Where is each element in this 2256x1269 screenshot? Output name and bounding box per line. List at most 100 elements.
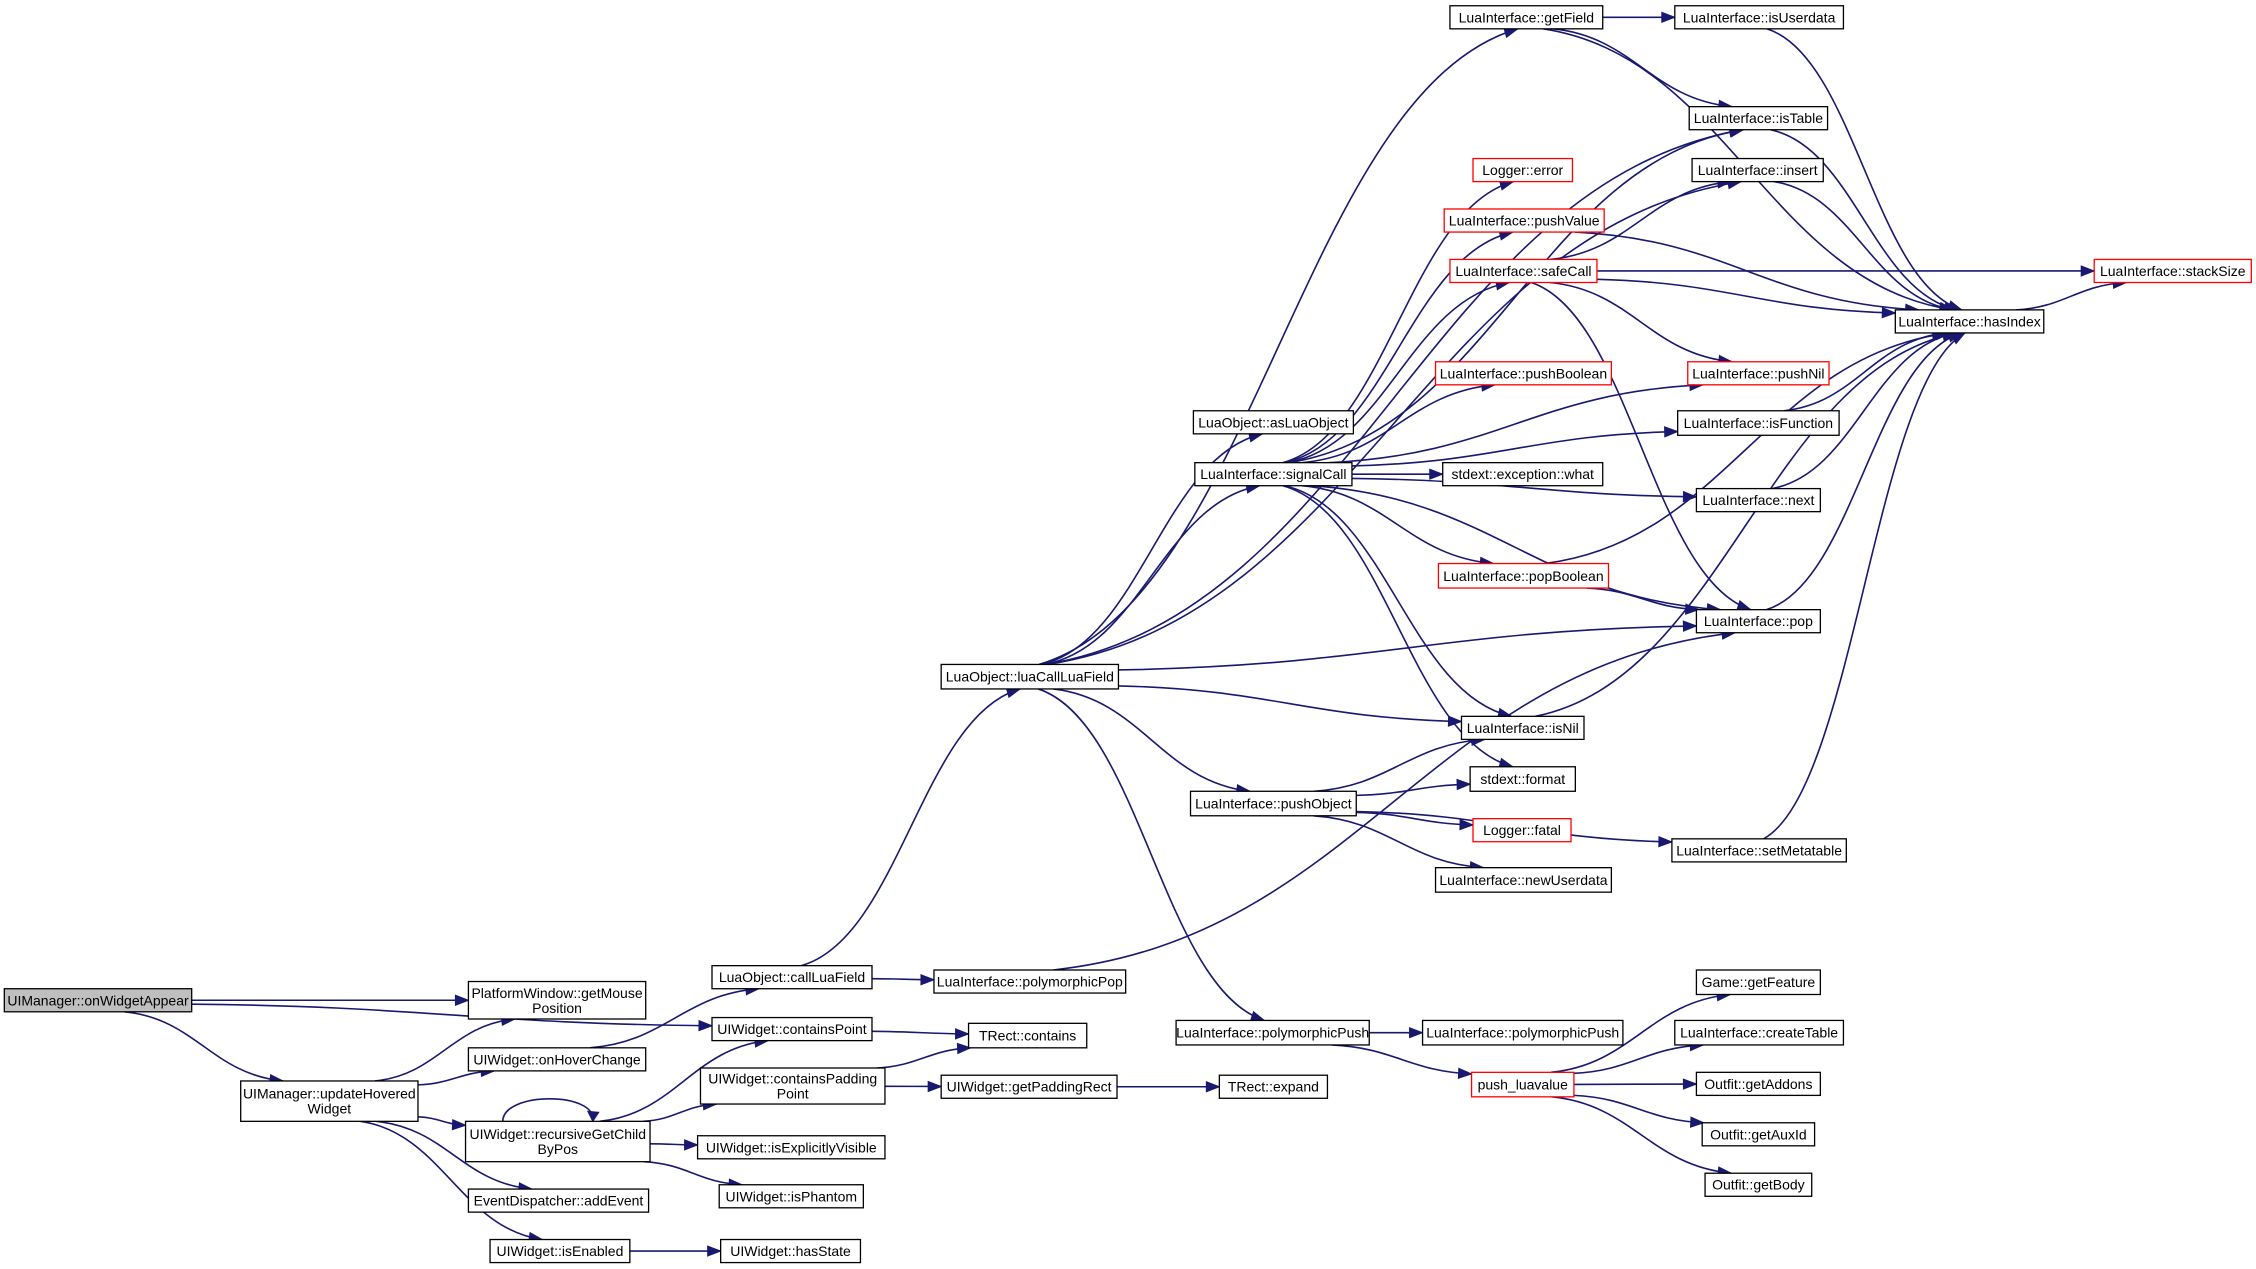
edge-polymorphicPushA-to-polymorphicPushB	[1369, 1026, 1424, 1039]
node-polymorphicPop[interactable]: LuaInterface::polymorphicPop	[933, 969, 1127, 994]
node-label: Position	[532, 1000, 582, 1016]
node-pushObject[interactable]: LuaInterface::pushObject	[1189, 790, 1357, 817]
node-box	[1688, 106, 1829, 131]
node-label: LuaInterface::polymorphicPop	[937, 974, 1123, 990]
node-box	[1695, 609, 1822, 634]
node-onWidgetAppear[interactable]: UIManager::onWidgetAppear	[3, 988, 193, 1013]
node-stdextFormat[interactable]: stdext::format	[1469, 766, 1576, 792]
node-pushValue[interactable]: LuaInterface::pushValue	[1443, 208, 1605, 233]
node-safeCall[interactable]: LuaInterface::safeCall	[1449, 258, 1598, 284]
node-isNil[interactable]: LuaInterface::isNil	[1460, 715, 1585, 741]
node-getBody[interactable]: Outfit::getBody	[1704, 1172, 1813, 1197]
node-label: Game::getFeature	[1702, 974, 1816, 990]
edges-layer	[124, 11, 2128, 1257]
node-isPhantom[interactable]: UIWidget::isPhantom	[718, 1184, 864, 1209]
node-label: UIWidget::isPhantom	[726, 1188, 858, 1204]
edge-signalCall-to-exceptionWhat	[1351, 468, 1445, 480]
edge-pushObject-to-stdextFormat	[1356, 778, 1472, 797]
node-label: LuaInterface::safeCall	[1455, 263, 1591, 279]
node-pop[interactable]: LuaInterface::pop	[1695, 609, 1822, 634]
node-box	[1704, 1172, 1813, 1197]
edge-onWidgetAppear-to-updateHoveredWidget	[124, 1010, 285, 1086]
node-box	[933, 969, 1127, 994]
node-isUserdata[interactable]: LuaInterface::isUserdata	[1674, 5, 1845, 30]
node-getPaddingRect[interactable]: UIWidget::getPaddingRect	[940, 1074, 1118, 1099]
edge-signalCall-to-isFunction	[1351, 426, 1680, 467]
node-containsPoint[interactable]: UIWidget::containsPoint	[711, 1016, 873, 1042]
node-polymorphicPushA[interactable]: LuaInterface::polymorphicPush	[1175, 1019, 1370, 1046]
edge-luaCallLuaField-to-insert	[1047, 178, 1743, 666]
node-newUserdata[interactable]: LuaInterface::newUserdata	[1434, 867, 1613, 893]
node-box	[489, 1238, 631, 1264]
node-exceptionWhat[interactable]: stdext::exception::what	[1442, 462, 1604, 487]
node-loggerFatal[interactable]: Logger::fatal	[1472, 818, 1572, 843]
node-setMetatable[interactable]: LuaInterface::setMetatable	[1671, 838, 1847, 863]
node-asLuaObject[interactable]: LuaObject::asLuaObject	[1192, 410, 1355, 435]
node-box	[696, 1135, 886, 1160]
edge-luaCallLuaField-to-signalCall	[1044, 482, 1261, 666]
edge-getPaddingRect-to-trectExpand	[1117, 1081, 1221, 1093]
node-label: LuaInterface::pushBoolean	[1440, 365, 1607, 381]
node-isExplicitlyVisible[interactable]: UIWidget::isExplicitlyVisible	[696, 1135, 886, 1160]
node-box	[1421, 1019, 1624, 1046]
node-box	[720, 1238, 862, 1264]
edge-safeCall-to-hasIndex	[1596, 278, 1897, 319]
node-box	[1449, 258, 1598, 284]
edge-recursiveGetChildByPos-to-isExplicitlyVisible	[650, 1139, 699, 1151]
edge-containsPaddingPoint-to-trectContains	[876, 1042, 972, 1069]
node-box	[1687, 361, 1830, 386]
node-label: LuaInterface::popBoolean	[1443, 568, 1603, 584]
node-box	[1442, 462, 1604, 487]
node-pushBoolean[interactable]: LuaInterface::pushBoolean	[1434, 361, 1613, 386]
edge-signalCall-to-isNil	[1284, 484, 1513, 719]
node-loggerError[interactable]: Logger::error	[1472, 157, 1574, 183]
node-onHoverChange[interactable]: UIWidget::onHoverChange	[467, 1047, 647, 1072]
edge-containsPaddingPoint-to-getPaddingRect	[884, 1080, 943, 1093]
node-getField[interactable]: LuaInterface::getField	[1449, 5, 1604, 30]
edge-pushLuavalue-to-getAddons	[1573, 1078, 1698, 1090]
node-box	[1460, 715, 1585, 741]
node-isTable[interactable]: LuaInterface::isTable	[1688, 106, 1829, 131]
edge-pushLuavalue-to-getAuxId	[1573, 1094, 1706, 1128]
node-hasState[interactable]: UIWidget::hasState	[720, 1238, 862, 1264]
node-hasIndex[interactable]: LuaInterface::hasIndex	[1894, 309, 2045, 334]
node-getFeature[interactable]: Game::getFeature	[1695, 969, 1822, 996]
node-isEnabled[interactable]: UIWidget::isEnabled	[489, 1238, 631, 1264]
node-getAddons[interactable]: Outfit::getAddons	[1695, 1071, 1822, 1097]
edge-polymorphicPop-to-pop	[1053, 628, 1737, 971]
node-label: LuaInterface::isNil	[1467, 720, 1579, 736]
node-label: UIWidget::onHoverChange	[473, 1051, 641, 1067]
node-trectContains[interactable]: TRect::contains	[967, 1022, 1088, 1049]
node-getAuxId[interactable]: Outfit::getAuxId	[1701, 1122, 1816, 1147]
node-stackSize[interactable]: LuaInterface::stackSize	[2093, 258, 2252, 284]
node-createTable[interactable]: LuaInterface::createTable	[1674, 1019, 1845, 1046]
node-pushLuavalue[interactable]: push_luavalue	[1470, 1071, 1575, 1098]
edge-signalCall-to-pop	[1311, 484, 1722, 615]
node-addEvent[interactable]: EventDispatcher::addEvent	[467, 1188, 650, 1213]
node-label: UIWidget::isEnabled	[497, 1243, 624, 1259]
edge-recursiveGetChildByPos-to-recursiveGetChildByPos	[501, 1098, 600, 1123]
node-box	[1469, 766, 1576, 792]
node-signalCall[interactable]: LuaInterface::signalCall	[1194, 462, 1353, 487]
node-box	[1194, 462, 1353, 487]
node-trectExpand[interactable]: TRect::expand	[1218, 1074, 1329, 1099]
node-insert[interactable]: LuaInterface::insert	[1691, 157, 1824, 183]
node-isFunction[interactable]: LuaInterface::isFunction	[1677, 410, 1840, 436]
node-luaCallLuaField[interactable]: LuaObject::luaCallLuaField	[940, 663, 1120, 690]
nodes-layer: UIManager::onWidgetAppearUIManager::upda…	[3, 5, 2252, 1264]
node-box	[1691, 157, 1824, 183]
node-popBoolean[interactable]: LuaInterface::popBoolean	[1437, 562, 1610, 589]
node-polymorphicPushB[interactable]: LuaInterface::polymorphicPush	[1421, 1019, 1624, 1046]
edge-luaCallLuaField-to-isTable	[1045, 126, 1745, 666]
edge-insert-to-hasIndex	[1773, 180, 1955, 314]
edge-callLuaField-to-polymorphicPop	[871, 974, 936, 986]
node-label: TRect::expand	[1228, 1079, 1319, 1095]
edge-popBoolean-to-pop	[1586, 587, 1701, 615]
node-callLuaField[interactable]: LuaObject::callLuaField	[711, 965, 873, 990]
node-next[interactable]: LuaInterface::next	[1695, 487, 1822, 513]
node-pushNil[interactable]: LuaInterface::pushNil	[1687, 361, 1830, 386]
